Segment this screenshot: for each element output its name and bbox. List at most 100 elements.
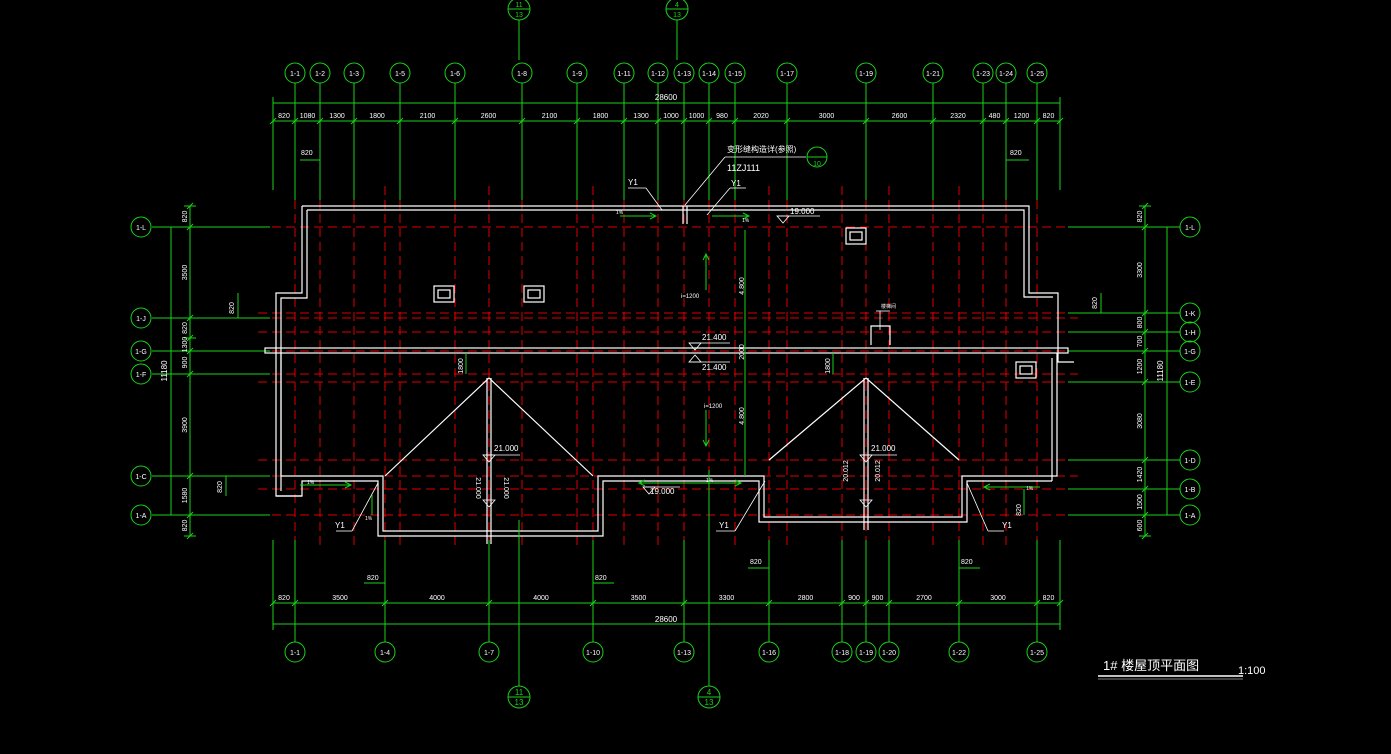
elevation-20012-vert-b: 20.012 (875, 460, 882, 482)
axis-label-top: 1-15 (728, 71, 742, 78)
axis-bubble-top (511, 62, 533, 84)
dim-text: 480 (989, 113, 1001, 120)
axis-bubble-bottom (284, 641, 306, 663)
dim-text: 1300 (329, 113, 345, 120)
slope-i1200-lower: i=1200 (704, 404, 723, 410)
dim-slash (885, 599, 893, 607)
axis-bubble-top (566, 62, 588, 84)
axis-bubble-bottom (758, 641, 780, 663)
dim-text: 1420 (1137, 467, 1144, 483)
dim-slash (1141, 223, 1149, 231)
axis-label-bottom: 1-4 (380, 650, 390, 657)
dim-text: 820 (278, 595, 290, 602)
dim-text: 700 (1137, 336, 1144, 348)
dim-text: 3000 (990, 595, 1006, 602)
dim-820-bottom-1: 820 (367, 575, 379, 582)
axis-bubble-bottom (582, 641, 604, 663)
axis-label-top: 1-17 (780, 71, 794, 78)
right-total-dimension: 11180 (1156, 360, 1165, 382)
dim-slash (1141, 456, 1149, 464)
axis-bubble-top (776, 62, 798, 84)
axis-label-bottom: 1-20 (882, 650, 896, 657)
dim-1800-left: 1800 (458, 358, 465, 374)
axis-bubble-right (1179, 449, 1201, 471)
dim-text: 900 (872, 595, 884, 602)
axis-label-right: 1-D (1184, 458, 1195, 465)
axis-label-top: 1-1 (290, 71, 300, 78)
dim-slash (186, 370, 194, 378)
dim-text: 980 (716, 113, 728, 120)
dim-text: 1000 (663, 113, 679, 120)
axis-bubble-bottom (831, 641, 853, 663)
dim-text: 1800 (593, 113, 609, 120)
dim-slash (620, 117, 628, 125)
axis-label-bottom: 1-10 (586, 650, 600, 657)
dim-820-mid-right: 820 (1092, 297, 1099, 309)
elevation-21400-top: 21.400 (702, 333, 727, 342)
elevation-19000-top: 19.000 (790, 207, 815, 216)
dim-slash (186, 347, 194, 355)
axis-bubble-right (1179, 321, 1201, 343)
axis-label-bottom: 1-13 (677, 650, 691, 657)
axis-bubble-top (343, 62, 365, 84)
stair-note: 楼梯间 (881, 303, 896, 310)
axis-bubble-top (995, 62, 1017, 84)
centerlines (258, 186, 1078, 545)
axis-label-right: 1-E (1185, 380, 1196, 387)
callout-bottom-b-num: 4 (707, 688, 712, 697)
dim-text: 820 (182, 322, 189, 334)
left-axis-bubbles: 1-L1-J1-G1-F1-C1-A (130, 216, 152, 526)
dim-820-bottom-4: 820 (961, 559, 973, 566)
axis-bubble-top (972, 62, 994, 84)
slope-1pct-f: 1% (1026, 486, 1034, 492)
axis-label-top: 1-8 (517, 71, 527, 78)
dim-text: 3080 (1137, 413, 1144, 429)
axis-bubble-top (613, 62, 635, 84)
callout-bottom-a-num: 11 (515, 688, 524, 697)
axis-bubble-top (922, 62, 944, 84)
axis-label-bottom: 1-19 (859, 650, 873, 657)
axis-bubble-right (1179, 340, 1201, 362)
axis-bubble-bottom (673, 641, 695, 663)
axis-bubble-top (284, 62, 306, 84)
axis-label-top: 1-9 (572, 71, 582, 78)
y1-label-bottom-3: Y1 (1002, 521, 1012, 530)
axis-label-bottom: 1-25 (1030, 650, 1044, 657)
dim-slash (186, 202, 194, 210)
dim-text: 900 (848, 595, 860, 602)
dim-slash (1141, 532, 1149, 540)
axis-label-bottom: 1-1 (290, 650, 300, 657)
dim-text: 1300 (633, 113, 649, 120)
dim-slash (680, 599, 688, 607)
y1-label-bottom-1: Y1 (335, 521, 345, 530)
dim-text: 2100 (420, 113, 436, 120)
axis-label-top: 1-3 (349, 71, 359, 78)
dim-text: 2320 (950, 113, 966, 120)
dim-slash (1141, 485, 1149, 493)
dim-text: 900 (182, 357, 189, 369)
elevation-21000-vert-b: 21.000 (502, 477, 509, 499)
dim-text: 820 (182, 211, 189, 223)
axis-label-left: 1-J (136, 316, 146, 323)
axis-label-right: 1-L (1185, 225, 1195, 232)
bottom-total-dimension: 28600 (655, 615, 678, 624)
axis-bubble-bottom (855, 641, 877, 663)
dim-text: 3300 (719, 595, 735, 602)
dim-820-bottom-3: 820 (750, 559, 762, 566)
axis-label-top: 1-24 (999, 71, 1013, 78)
dim-text: 2800 (798, 595, 814, 602)
slope-1pct-c: 1% (307, 480, 315, 486)
elevation-20012-vert-a: 20.012 (843, 460, 850, 482)
dim-text: 2700 (916, 595, 932, 602)
dim-text: 3500 (182, 265, 189, 281)
dim-text: 1800 (369, 113, 385, 120)
dim-slash (979, 117, 987, 125)
callout-top-b-den: 13 (673, 12, 681, 19)
axis-bubble-right (1179, 302, 1201, 324)
roof-outline (264, 205, 1074, 544)
dim-text: 820 (1043, 595, 1055, 602)
dim-text: 3500 (332, 595, 348, 602)
dim-text: 3900 (182, 417, 189, 433)
